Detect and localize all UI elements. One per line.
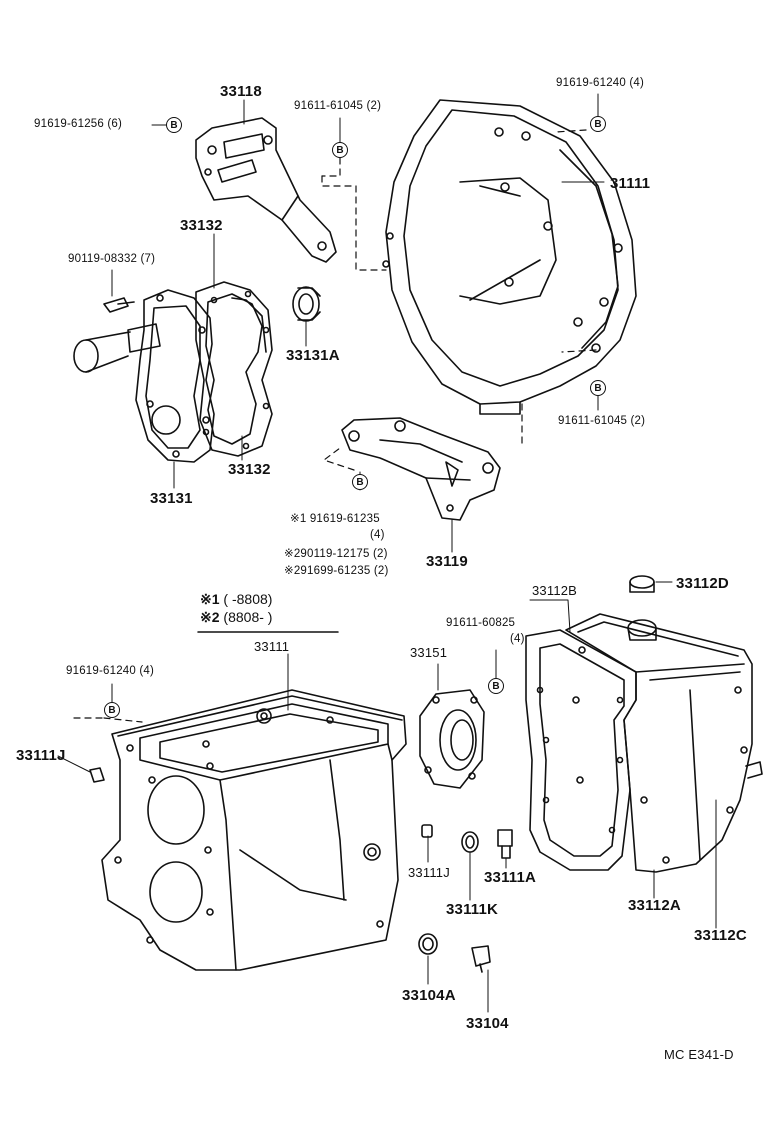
label-33118: 33118	[220, 83, 262, 100]
bolt-marker-b: B	[590, 380, 606, 396]
legend-mark-2: ※2	[200, 609, 220, 625]
plug-33111J-left-drawing	[89, 767, 105, 783]
label-33112B: 33112B	[532, 583, 578, 598]
label-33151: 33151	[410, 645, 448, 660]
cover-33131-drawing	[73, 289, 215, 463]
bolt-marker-b: B	[104, 702, 120, 718]
label-33131: 33131	[150, 490, 193, 507]
label-33112A: 33112A	[628, 897, 681, 914]
label-291699-61235: ※291699-61235 (2)	[284, 565, 389, 577]
cover-33112A-drawing	[565, 613, 763, 873]
label-31111: 31111	[610, 175, 651, 192]
dashed-leaders-bottom	[73, 717, 143, 723]
bolt-marker-b: B	[166, 117, 182, 133]
legend-line-2: ※2 (8808- )	[200, 610, 272, 624]
legend-line-1: ※1 ( -8808)	[200, 592, 272, 606]
label-91619-61235: ※1 91619-61235	[290, 513, 380, 525]
bracket-33119-drawing	[341, 417, 501, 521]
label-91619-61240-top: 91619-61240 (4)	[556, 77, 645, 89]
label-33111A: 33111A	[484, 869, 537, 886]
label-33104A: 33104A	[402, 987, 456, 1004]
leader-lines	[57, 93, 717, 1013]
label-33131A: 33131A	[286, 347, 340, 364]
bolt-marker-b: B	[332, 142, 348, 158]
bolt-marker-b: B	[352, 474, 368, 490]
label-33104: 33104	[466, 1015, 509, 1032]
legend-mark-1: ※1	[200, 591, 220, 607]
label-290119-12175: ※290119-12175 (2)	[284, 548, 388, 560]
gasket-33112B-drawing	[525, 629, 637, 871]
label-33132-top: 33132	[180, 217, 223, 234]
label-33119: 33119	[426, 553, 468, 570]
diagram-code: MC E341-D	[664, 1047, 734, 1062]
label-91619-61240-left: 91619-61240 (4)	[66, 665, 155, 677]
label-33111K: 33111K	[446, 901, 499, 918]
legend-text-1: ( -8808)	[223, 591, 273, 607]
retainer-33151-drawing	[419, 689, 485, 789]
bolt-marker-b: B	[488, 678, 504, 694]
label-91619-61256: 91619-61256 (6)	[34, 118, 123, 130]
legend-text-2: (8808- )	[223, 609, 273, 625]
label-33132-bottom: 33132	[228, 461, 271, 478]
label-33111-top: 33111	[254, 639, 290, 654]
label-90119-08332: 90119-08332 (7)	[68, 253, 156, 265]
bracket-33118-drawing	[195, 117, 337, 263]
plug-33112D-drawing	[629, 575, 655, 593]
label-33111J: 33111J	[408, 865, 450, 880]
transmission-case-33111-drawing	[101, 689, 407, 971]
label-33111J-left: 33111J	[16, 747, 66, 764]
label-91611-61045-mid: 91611-61045 (2)	[558, 415, 646, 427]
label-91619-61235-qty: (4)	[370, 529, 385, 541]
dashed-leaders-top	[321, 129, 597, 471]
small-parts-drawing	[418, 824, 513, 973]
label-33112D: 33112D	[676, 575, 729, 592]
label-33112C: 33112C	[694, 927, 747, 944]
bell-housing-31111-drawing	[382, 99, 637, 415]
label-91611-60825: 91611-60825	[446, 617, 516, 629]
gaskets-33132-drawing	[195, 281, 273, 457]
oil-seal-33131A-drawing	[292, 286, 321, 322]
label-91611-61045-top: 91611-61045 (2)	[294, 100, 382, 112]
bolt-marker-b: B	[590, 116, 606, 132]
label-91611-60825-qty: (4)	[510, 633, 525, 645]
